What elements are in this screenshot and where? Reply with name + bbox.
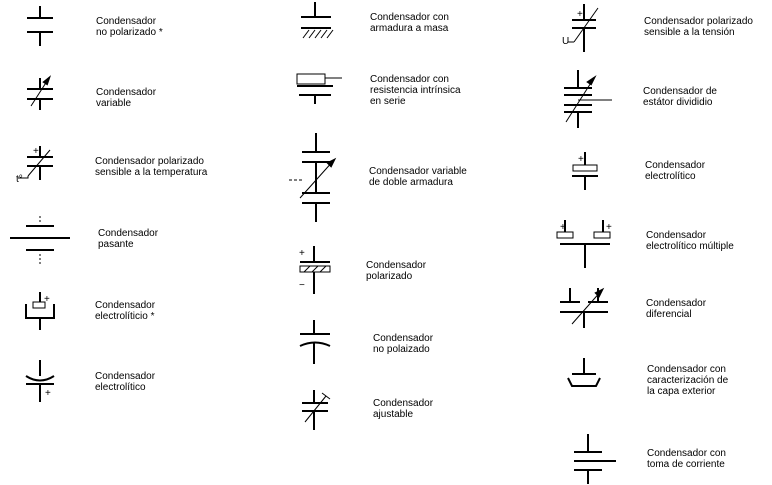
label-line: toma de corriente [647, 459, 725, 470]
plus-sign: + [44, 294, 50, 305]
label-line: ajustable [373, 409, 414, 420]
label-line: en serie [370, 96, 406, 107]
label-line: polarizado [366, 271, 413, 282]
label-line: electrolíticio * [95, 311, 155, 322]
label-line: Condensador con [647, 448, 726, 459]
label-line: Condensador [373, 398, 434, 409]
label-multiple-electrolytic: Condensador electrolítico múltiple [646, 230, 734, 252]
plus-sign: + [45, 388, 51, 399]
plus-sign: + [577, 9, 583, 20]
label-line: estátor divididio [643, 97, 713, 108]
label-line: Condensador [646, 230, 707, 241]
label-line: Condensador [366, 260, 427, 271]
feedthrough-capacitor-icon [10, 216, 70, 264]
label-line: sensible a la temperatura [95, 167, 208, 178]
label-voltage: Condensador polarizado sensible a la ten… [644, 16, 753, 38]
label-electrolytic-3: Condensador electrolítico [645, 160, 705, 182]
label-series-resistance: Condensador con resistencia intrínsica e… [370, 74, 461, 107]
label-line: no polaizado [373, 344, 430, 355]
dual-variable-capacitor-icon [289, 133, 337, 222]
plus-sign: + [578, 154, 584, 165]
nonpolarized-capacitor-2-icon [299, 320, 331, 364]
label-line: Condensador de [643, 86, 717, 97]
label-line: Condensador [95, 300, 156, 311]
label-differential: Condensador diferencial [646, 298, 706, 320]
tapped-capacitor-icon [574, 434, 616, 484]
label-line: electrolítico [645, 171, 696, 182]
plus-sign: + [33, 146, 39, 157]
label-line: Condensador con [370, 74, 449, 85]
temperature-symbol: t° [16, 174, 23, 185]
label-line: diferencial [646, 309, 692, 320]
label-line: Condensador [98, 228, 159, 239]
grounded-capacitor-icon [301, 2, 334, 39]
label-line: Condensador [96, 87, 157, 98]
label-line: armadura a masa [370, 23, 449, 34]
multiple-electrolytic-capacitor-icon: + + [556, 220, 612, 268]
polarized-capacitor-icon: + − [299, 246, 331, 294]
label-grounded: Condensador con armadura a masa [370, 12, 449, 34]
label-line: variable [96, 98, 132, 109]
plus-sign: + [560, 222, 566, 233]
label-trimmer: Condensador ajustable [373, 398, 433, 420]
label-line: Condensador con [647, 364, 726, 375]
label-feedthrough: Condensador pasante [98, 228, 158, 250]
plus-sign: + [606, 222, 612, 233]
differential-capacitor-icon [560, 287, 608, 328]
label-line: no polarizado * [96, 27, 163, 38]
nonpolarized-capacitor-icon [27, 6, 53, 46]
label-line: Condensador polarizado [95, 156, 204, 167]
plus-sign: + [299, 248, 305, 259]
label-nonpolarized: Condensador no polarizado * [96, 16, 163, 38]
temperature-capacitor-icon: + t° [16, 146, 53, 185]
label-polarized: Condensador polarizado [366, 260, 426, 282]
label-split-stator: Condensador de estátor divididio [643, 86, 717, 108]
trimmer-capacitor-icon [302, 390, 331, 430]
minus-sign: − [299, 280, 305, 291]
voltage-symbol: U [562, 36, 569, 47]
label-line: resistencia intrínsica [370, 85, 461, 96]
series-resistance-capacitor-icon [296, 73, 342, 104]
label-line: pasante [98, 239, 134, 250]
label-line: caracterización de [647, 375, 729, 386]
label-variable: Condensador variable [96, 87, 156, 109]
label-line: Condensador polarizado [644, 16, 753, 27]
electrolytic-capacitor-icon: + [25, 360, 55, 402]
label-line: Condensador [373, 333, 434, 344]
label-temperature: Condensador polarizado sensible a la tem… [95, 156, 207, 178]
electrolytic-capacitor-3-icon: + [572, 152, 598, 190]
label-line: sensible a la tensión [644, 27, 735, 38]
label-nonpolarized-2: Condensador no polaizado [373, 333, 433, 355]
outer-layer-capacitor-icon [567, 358, 601, 387]
variable-capacitor-icon [27, 75, 53, 110]
label-line: Condensador [646, 298, 707, 309]
label-line: electrolítico múltiple [646, 241, 734, 252]
label-outer-layer: Condensador con caracterización de la ca… [647, 364, 728, 397]
label-line: electrolítico [95, 382, 146, 393]
label-line: Condensador [645, 160, 706, 171]
label-tapped: Condensador con toma de corriente [647, 448, 726, 470]
electrolytic-capacitor-star-icon: + [25, 292, 55, 330]
voltage-capacitor-icon: + U [562, 4, 599, 52]
label-line: la capa exterior [647, 386, 716, 397]
label-electrolytic: Condensador electrolítico [95, 371, 155, 393]
split-stator-capacitor-icon [564, 70, 612, 128]
label-electrolytic-star: Condensador electrolíticio * [95, 300, 155, 322]
label-dual-variable: Condensador variable de doble armadura [369, 166, 467, 188]
label-line: Condensador con [370, 12, 449, 23]
label-line: Condensador [96, 16, 157, 27]
label-line: de doble armadura [369, 177, 453, 188]
label-line: Condensador variable [369, 166, 467, 177]
label-line: Condensador [95, 371, 156, 382]
